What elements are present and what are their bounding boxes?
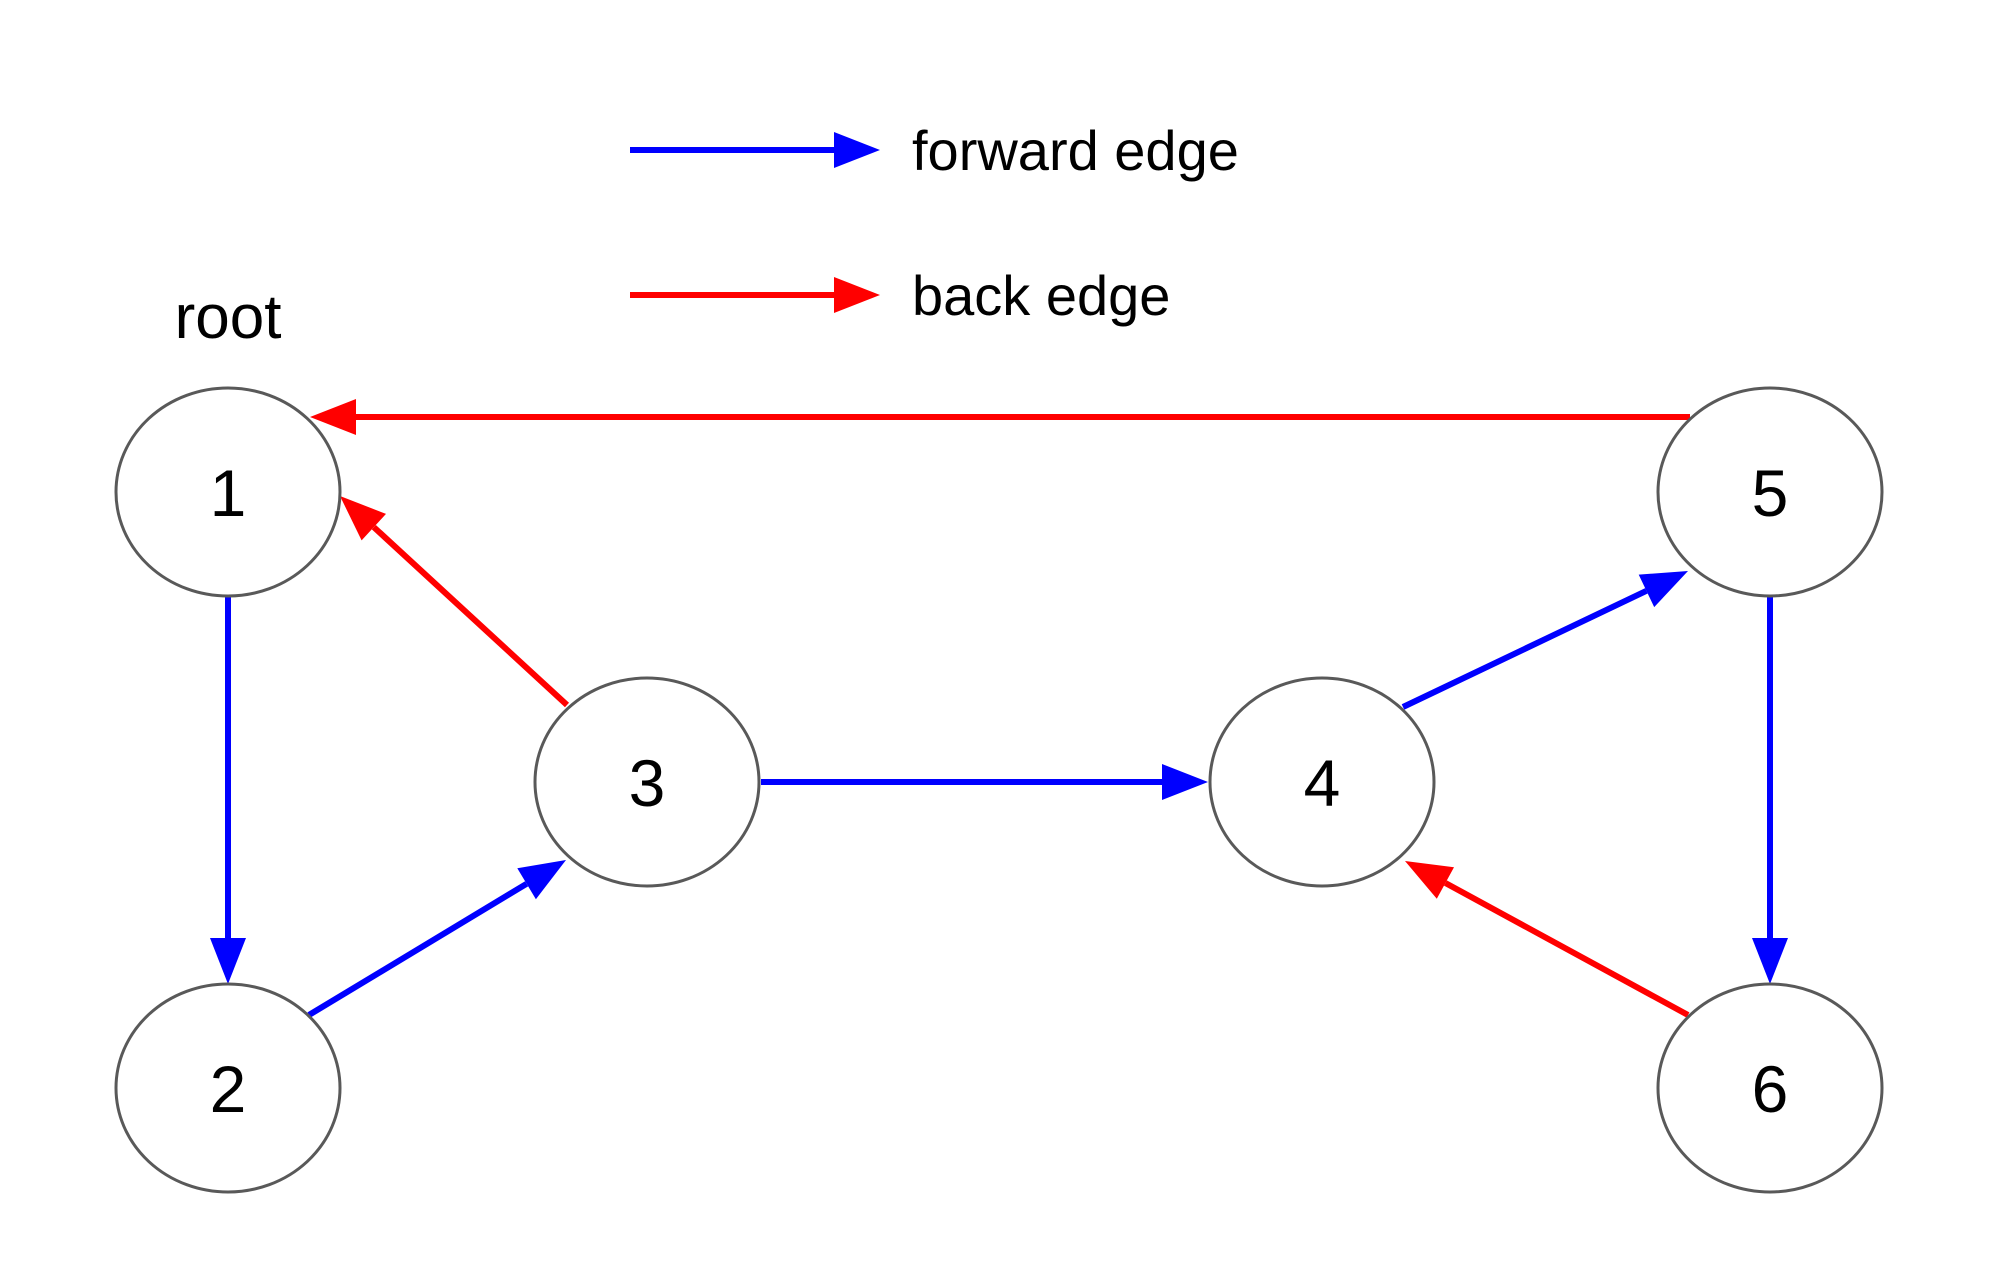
node-3-circle (533, 676, 761, 888)
forward-edge-1-to-2-arrowhead (210, 938, 246, 984)
node-1-label: 1 (210, 456, 247, 530)
forward-edge-4-to-5-arrowhead (1638, 571, 1688, 608)
back-edge-6-to-4 (1405, 861, 1690, 1018)
node-6-label: 6 (1752, 1052, 1789, 1126)
forward-edge-2-to-3-arrowhead (517, 860, 566, 900)
node-3-label: 3 (629, 746, 666, 820)
back-edge-3-to-1-line (371, 524, 570, 708)
forward-edge-3-to-4 (761, 764, 1208, 800)
legend-back-edge-arrowhead (834, 277, 880, 313)
root-label: root (175, 283, 282, 352)
legend-forward-arrow (630, 132, 880, 168)
edges-layer (210, 399, 1788, 1018)
forward-edge-1-to-2 (210, 596, 246, 984)
legend-back-edge (630, 277, 880, 313)
node-4-circle (1208, 676, 1436, 888)
legend-back-arrow (630, 277, 880, 313)
node-1-circle (114, 386, 342, 598)
node-2-label: 2 (210, 1052, 247, 1126)
back-edge-3-to-1-arrowhead (340, 496, 386, 541)
back-edge-6-to-4-arrowhead (1405, 861, 1454, 899)
node-3: 3 (533, 676, 761, 888)
back-edge-6-to-4-line (1443, 880, 1690, 1018)
forward-edge-3-to-4-arrowhead (1162, 764, 1208, 800)
node-4: 4 (1208, 676, 1436, 888)
legend-forward-label: forward edge (912, 119, 1239, 182)
forward-edge-2-to-3-line (307, 881, 529, 1018)
forward-edge-4-to-5 (1401, 571, 1688, 710)
node-2: 2 (114, 982, 342, 1194)
node-6-circle (1656, 982, 1884, 1194)
forward-edge-5-to-6 (1752, 596, 1788, 984)
back-edge-5-to-1-arrowhead (310, 399, 356, 435)
node-4-label: 4 (1304, 746, 1341, 820)
forward-edge-4-to-5-line (1401, 588, 1648, 710)
node-1: 1 (114, 386, 342, 598)
legend-back-label: back edge (912, 264, 1170, 327)
forward-edge-2-to-3 (307, 860, 566, 1018)
back-edge-5-to-1 (310, 399, 1690, 435)
back-edge-3-to-1 (340, 496, 570, 708)
node-5-circle (1656, 386, 1884, 598)
nodes-layer: 1 2 3 4 5 6 (114, 386, 1884, 1194)
node-5-label: 5 (1752, 456, 1789, 530)
legend-forward-edge-arrowhead (834, 132, 880, 168)
node-6: 6 (1656, 982, 1884, 1194)
node-2-circle (114, 982, 342, 1194)
legend-forward-edge (630, 132, 880, 168)
node-5: 5 (1656, 386, 1884, 598)
forward-edge-5-to-6-arrowhead (1752, 938, 1788, 984)
legend: forward edge back edge (630, 119, 1239, 327)
